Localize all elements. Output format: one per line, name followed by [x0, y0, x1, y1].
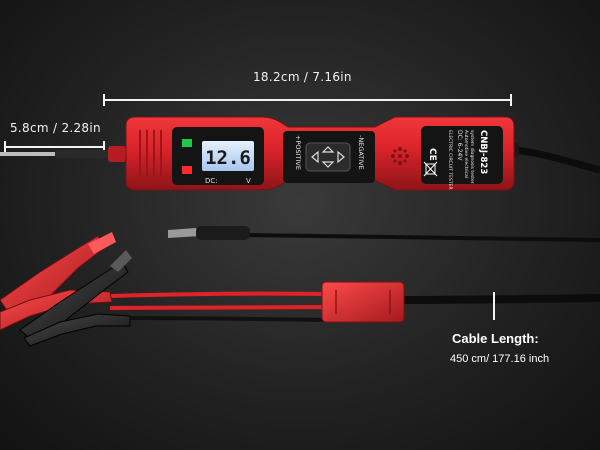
arrow-left-icon: [311, 150, 319, 164]
spec-label-panel: [421, 126, 503, 184]
probe-dimension-label: 5.8cm / 2.28in: [10, 121, 101, 135]
arrow-up-icon: [321, 146, 335, 153]
red-led-icon: [182, 166, 192, 174]
green-led-icon: [182, 139, 192, 147]
rocker-switch[interactable]: [305, 142, 351, 172]
length-dimension-label: 18.2cm / 7.16in: [253, 70, 352, 84]
lcd-value: 12.6: [205, 147, 251, 169]
black-battery-clamp: [19, 250, 132, 347]
red-connector-block: [321, 281, 405, 323]
spec-line-2: Automotive electrical: [463, 130, 469, 178]
tester-body: 12.6 DC: V +POSITIVE -NEGATIVE ELECTRIC …: [125, 116, 515, 191]
cable-length-value: 450 cm/ 177.16 inch: [450, 353, 550, 365]
probe-tip: [0, 146, 126, 162]
lcd-dc-label: DC:: [205, 177, 218, 185]
negative-label: -NEGATIVE: [357, 135, 365, 170]
grip-ridges: [139, 130, 162, 177]
recycle-bin-icon: [423, 161, 438, 177]
ce-mark: CE: [427, 148, 437, 161]
arrow-right-icon: [337, 150, 345, 164]
clamp-cables: [109, 291, 600, 322]
positive-label: +POSITIVE: [294, 135, 302, 170]
lcd-screen: [202, 141, 254, 171]
main-cable-right: [511, 146, 600, 174]
arrow-down-icon: [321, 161, 335, 168]
small-alligator-clip: [168, 226, 600, 242]
length-dimension-line: [103, 94, 512, 106]
speaker-grille-icon: [391, 147, 409, 165]
lcd-unit-label: V: [246, 177, 251, 185]
spec-voltage: DC: 6-24V: [456, 130, 463, 161]
cable-length-title: Cable Length:: [452, 331, 539, 346]
spec-line-1: ELECTRIC CIRCUIT TESTER: [447, 130, 453, 190]
model-label: CNBJ-823: [478, 130, 488, 174]
spec-line-3: system diagnosis tester: [469, 130, 475, 184]
